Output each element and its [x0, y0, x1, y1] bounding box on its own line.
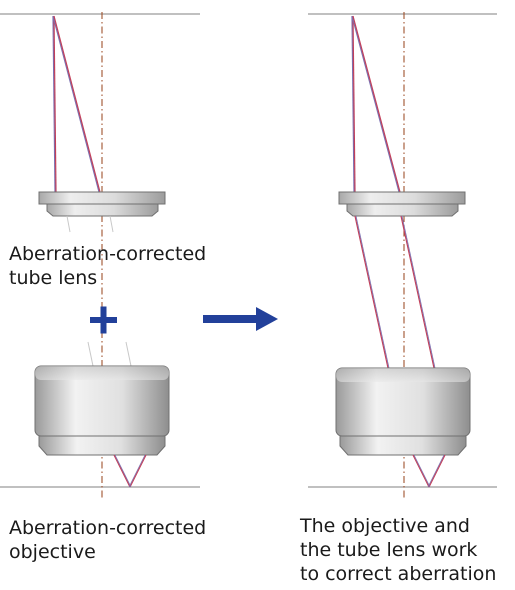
left-panel [0, 12, 200, 498]
tube-lens-caption: Aberration-corrected tube lens [9, 242, 206, 290]
focus-rays-left [113, 454, 147, 488]
arrow-right-icon [203, 307, 278, 331]
tube-lens-right [338, 191, 466, 217]
objective-caption-line-1: Aberration-corrected [9, 517, 207, 539]
focus-rays-right [412, 454, 446, 488]
objective-right [335, 367, 471, 456]
intermediate-rays-right [354, 215, 436, 369]
tube-lens-rays-left [52, 15, 101, 193]
tube-lens-caption-line-2: tube lens [9, 267, 98, 289]
tube-lens-left [38, 191, 166, 217]
result-caption-line-2: the tube lens work [300, 539, 478, 561]
tube-lens-caption-line-1: Aberration-corrected [9, 243, 207, 265]
result-caption: The objective and the tube lens work to … [300, 514, 496, 586]
result-caption-line-3: to correct aberration [300, 563, 497, 585]
plus-icon [90, 306, 117, 334]
objective-caption: Aberration-corrected objective [9, 516, 206, 564]
right-panel [308, 12, 497, 498]
objective-left [34, 365, 170, 456]
result-caption-line-1: The objective and [300, 515, 470, 537]
tube-lens-rays-right [351, 15, 401, 193]
objective-caption-line-2: objective [9, 541, 96, 563]
